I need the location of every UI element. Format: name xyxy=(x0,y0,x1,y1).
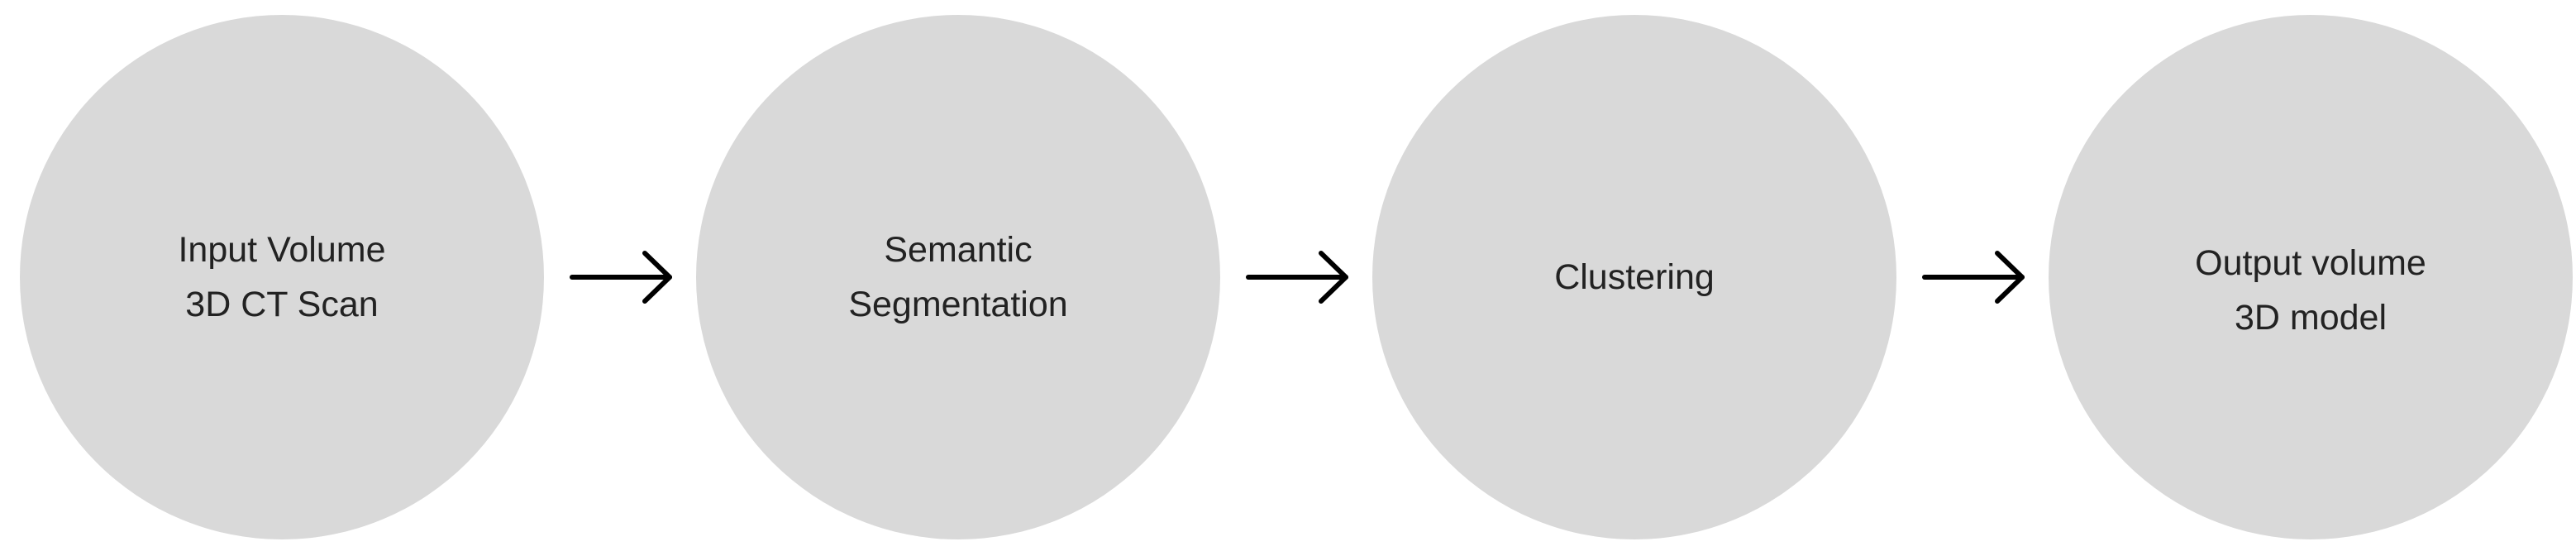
node-label-line: 3D model xyxy=(2234,298,2388,338)
node-semantic-segmentation: Semantic Segmentation xyxy=(696,15,1220,539)
node-label-line: Clustering xyxy=(1554,257,1715,297)
node-label-line: Output volume xyxy=(2195,243,2426,283)
node-label-line: Segmentation xyxy=(848,285,1068,324)
node-label-line: Semantic xyxy=(884,230,1033,270)
node-label: Input Volume 3D CT Scan xyxy=(178,223,385,332)
node-label-line: 3D CT Scan xyxy=(185,285,379,324)
node-clustering: Clustering xyxy=(1372,15,1896,539)
arrow-right-icon xyxy=(1922,251,2025,304)
node-label: Semantic Segmentation xyxy=(848,223,1067,332)
node-label-line: Input Volume xyxy=(178,230,386,270)
arrow-right-icon xyxy=(1246,251,1348,304)
node-output-volume: Output volume 3D model xyxy=(2049,15,2573,539)
node-label: Output volume 3D model xyxy=(2195,236,2426,345)
node-label: Clustering xyxy=(1554,250,1715,304)
node-input-volume: Input Volume 3D CT Scan xyxy=(20,15,544,539)
arrow-right-icon xyxy=(570,251,672,304)
